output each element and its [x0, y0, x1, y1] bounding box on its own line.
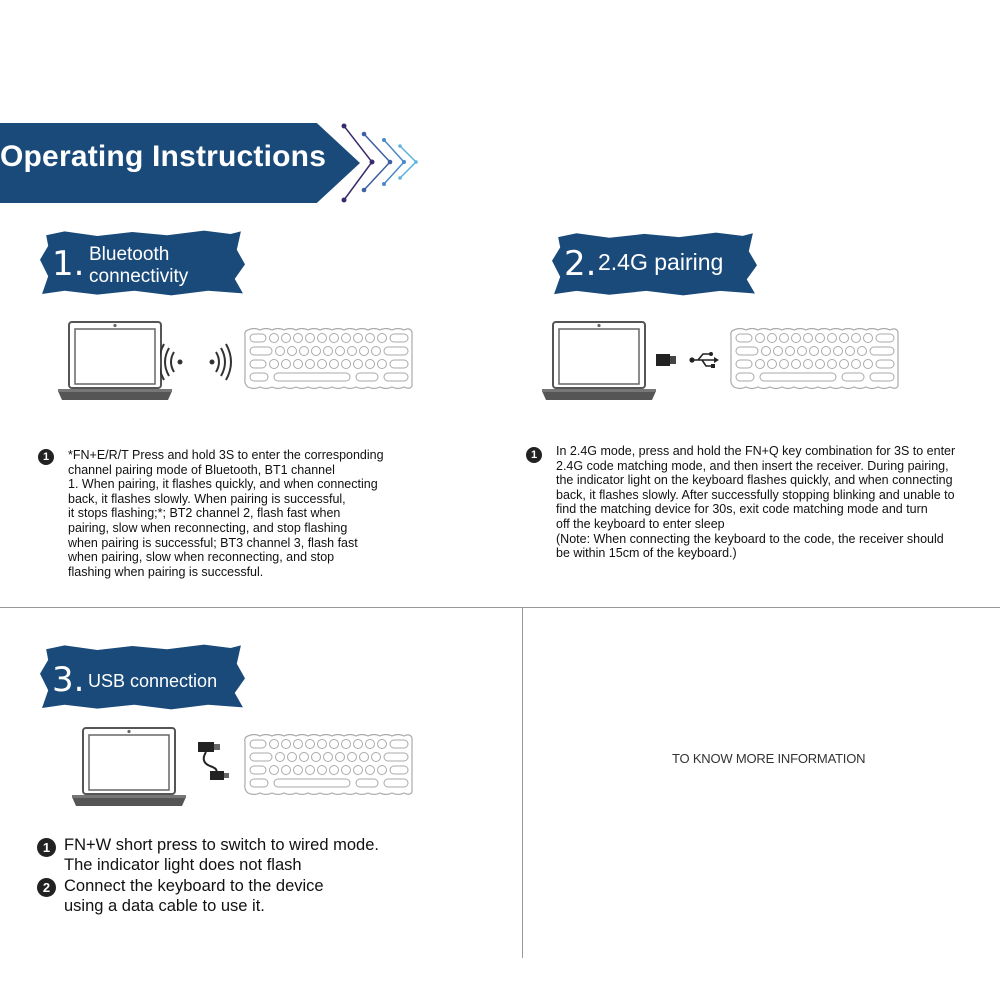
instruction-line: find the matching device for 30s, exit c… — [556, 502, 928, 517]
instruction-line: 2.4G code matching mode, and then insert… — [556, 458, 949, 473]
more-info-text: TO KNOW MORE INFORMATION — [672, 751, 866, 766]
keyboard-icon — [244, 734, 413, 796]
instruction-line: channel pairing mode of Bluetooth, BT1 c… — [68, 462, 335, 477]
step-1-badge: 1 — [37, 838, 56, 857]
instruction-line: back, it flashes slowly. After successfu… — [556, 487, 955, 502]
instruction-line: when pairing is successful; BT3 channel … — [68, 535, 358, 550]
section-2-label-background — [552, 232, 757, 296]
bluetooth-signal-icon — [160, 343, 232, 381]
instruction-line: pairing, slow when reconnecting, and sto… — [68, 520, 348, 535]
section-1-label: Bluetooth connectivity — [89, 244, 188, 288]
section-3-label: USB connection — [88, 671, 218, 691]
section-3-label-background — [40, 644, 245, 710]
section-1-number: 1. — [52, 244, 85, 284]
bluetooth-instructions: *FN+E/R/T Press and hold 3S to enter the… — [68, 448, 398, 579]
instruction-line: be within 15cm of the keyboard.) — [556, 546, 737, 561]
usb-cable-icon — [198, 742, 229, 780]
section-2-number: 2. — [564, 244, 597, 284]
vertical-divider — [522, 608, 523, 958]
instruction-line: 1. When pairing, it flashes quickly, and… — [68, 477, 378, 492]
usb-step-1-line1: FN+W short press to switch to wired mode… — [64, 836, 379, 854]
section-1-label-line2: connectivity — [89, 266, 189, 287]
step-1-badge: 1 — [526, 447, 542, 463]
usb-step-1-line2: The indicator light does not flash — [64, 856, 302, 874]
usb-step-2-line2: using a data cable to use it. — [64, 897, 265, 915]
instruction-line: *FN+E/R/T Press and hold 3S to enter the… — [68, 448, 384, 462]
step-1-badge: 1 — [38, 449, 54, 465]
instruction-line: it stops flashing;*; BT2 channel 2, flas… — [68, 506, 341, 521]
keyboard-icon — [244, 328, 413, 390]
instruction-line: In 2.4G mode, press and hold the FN+Q ke… — [556, 444, 956, 458]
arrow-chevrons-icon — [341, 123, 418, 203]
instruction-line: flashing when pairing is successful. — [68, 564, 264, 579]
page-title: Operating Instructions — [0, 140, 327, 173]
usb-step-1: FN+W short press to switch to wired mode… — [64, 835, 379, 875]
section-1-label-line1: Bluetooth — [89, 244, 170, 265]
section-3-number: 3. — [52, 660, 85, 700]
usb-step-2: Connect the keyboard to the device using… — [64, 876, 324, 916]
instruction-line: (Note: When connecting the keyboard to t… — [556, 531, 944, 546]
instruction-line: back, it flashes slowly. When pairing is… — [68, 491, 346, 506]
horizontal-divider — [0, 607, 1000, 608]
usb-symbol-icon — [689, 352, 719, 368]
usb-step-2-line1: Connect the keyboard to the device — [64, 877, 324, 895]
instruction-line: the indicator light on the keyboard flas… — [556, 473, 953, 488]
instruction-line: off the keyboard to enter sleep — [556, 516, 725, 531]
pairing-2-4g-instructions: In 2.4G mode, press and hold the FN+Q ke… — [556, 444, 976, 561]
usb-receiver-icon — [656, 354, 676, 366]
header-banner — [0, 123, 360, 203]
instruction-line: when pairing, slow when reconnecting, an… — [68, 550, 335, 565]
section-2-label: 2.4G pairing — [598, 249, 724, 275]
step-2-badge: 2 — [37, 878, 56, 897]
keyboard-icon — [730, 328, 899, 390]
laptop-icon — [71, 727, 187, 807]
section-1-label-background — [40, 230, 245, 296]
laptop-icon — [541, 321, 657, 401]
